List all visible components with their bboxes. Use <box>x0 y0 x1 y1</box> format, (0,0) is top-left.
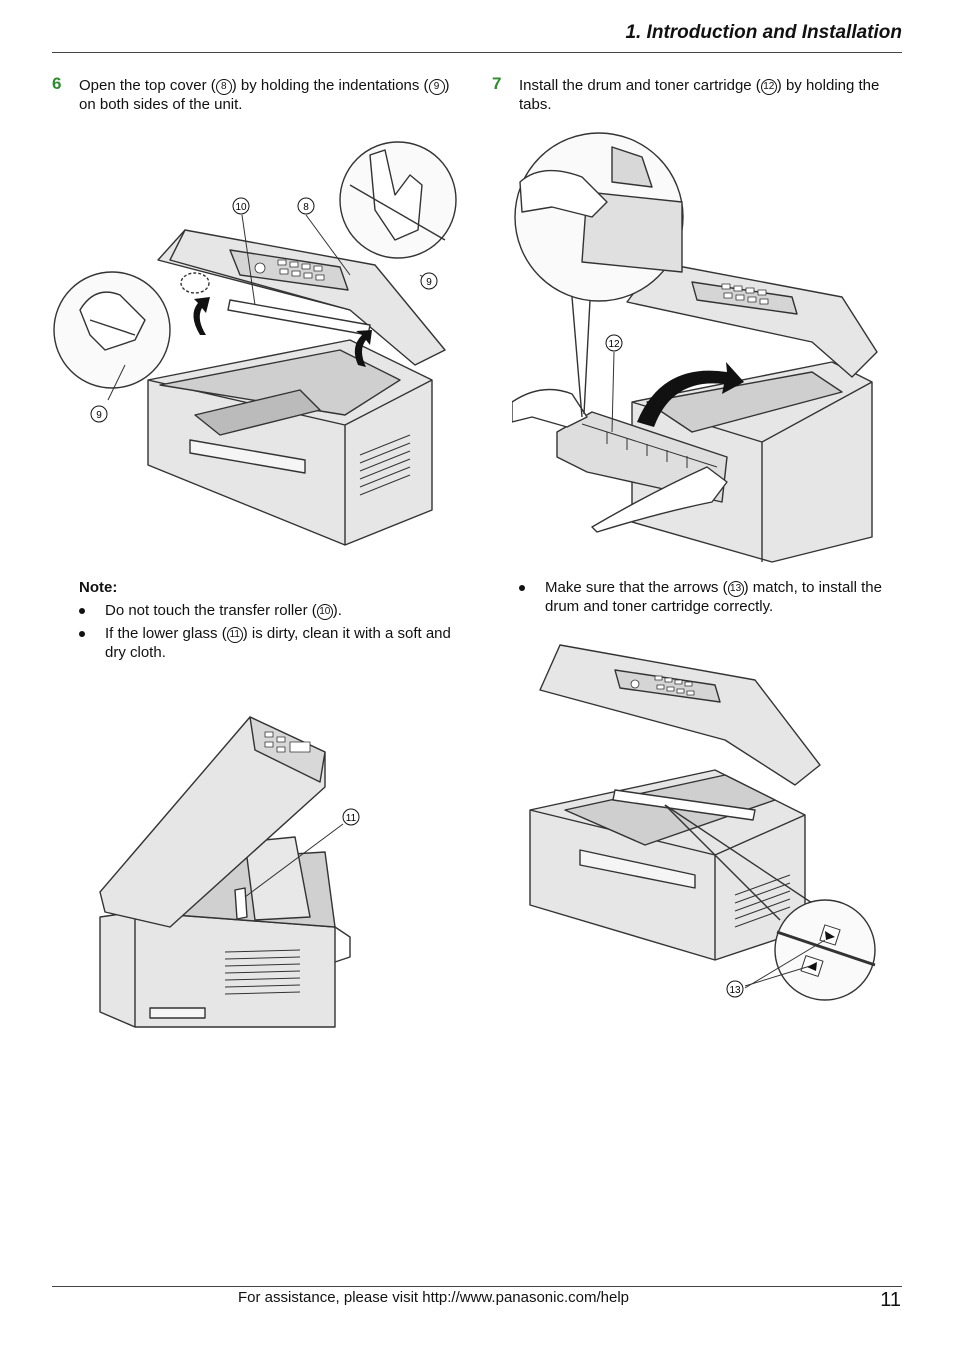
note-item-2: If the lower glass (11) is dirty, clean … <box>79 624 469 662</box>
svg-text:10: 10 <box>235 202 247 213</box>
step-6-text-c: ) on both sides of the unit. <box>79 77 450 113</box>
figure-lower-glass: 11 <box>99 716 360 1028</box>
ref-13: 13 <box>727 581 744 597</box>
step-7-bullet-b: ) match, to install the drum and toner c… <box>545 579 882 615</box>
step-7-number: 7 <box>492 74 502 93</box>
footer-rule <box>52 1286 902 1287</box>
ref-12: 12 <box>760 79 777 95</box>
callout-13: 13 <box>726 980 744 998</box>
svg-text:13: 13 <box>729 985 741 996</box>
ref-11: 11 <box>226 627 243 643</box>
figure-open-top-cover: 10 8 9 9 <box>53 141 457 546</box>
callout-9-left: 9 <box>90 405 108 423</box>
step-7-text-a: Install the drum and toner cartridge ( <box>519 77 761 94</box>
step-7-text-b: ) by holding the tabs. <box>519 77 880 113</box>
bullet-icon <box>519 585 525 591</box>
ref-9: 9 <box>428 79 445 95</box>
svg-text:8: 8 <box>303 202 309 213</box>
callout-8: 8 <box>297 197 315 215</box>
step-6-text-b: ) by holding the indentations ( <box>231 77 429 94</box>
callout-10: 10 <box>232 197 250 215</box>
step-6-text-a: Open the top cover ( <box>79 77 216 94</box>
svg-text:9: 9 <box>96 410 102 421</box>
note-title: Note: <box>79 579 118 596</box>
figure-arrows-match: 13 <box>529 644 876 1001</box>
step-7-bullet: Make sure that the arrows (13) match, to… <box>519 578 904 620</box>
step-6-number: 6 <box>52 74 62 93</box>
svg-text:12: 12 <box>608 339 620 350</box>
bullet-icon <box>79 608 85 614</box>
note-block: Note: Do not touch the transfer roller (… <box>79 578 469 666</box>
svg-text:11: 11 <box>346 813 357 824</box>
ref-10: 10 <box>316 604 333 620</box>
callout-9-right: 9 <box>420 272 438 290</box>
callout-11: 11 <box>342 808 360 826</box>
section-title: 1. Introduction and Installation <box>625 22 902 43</box>
note-item-2-a: If the lower glass ( <box>105 625 227 642</box>
note-item-1: Do not touch the transfer roller (10). <box>79 601 469 620</box>
note-item-1-a: Do not touch the transfer roller ( <box>105 602 317 619</box>
assistance-text: For assistance, please visit http://www.… <box>238 1289 630 1306</box>
figure-install-cartridge: 12 <box>512 132 878 563</box>
note-item-1-b: ). <box>332 602 342 619</box>
page-number: 11 <box>880 1289 901 1311</box>
bullet-icon <box>79 631 85 637</box>
step-7-bullet-a: Make sure that the arrows ( <box>545 579 728 596</box>
callout-12: 12 <box>605 334 623 352</box>
svg-text:9: 9 <box>426 277 432 288</box>
step-6-instruction: Open the top cover (8) by holding the in… <box>79 76 469 114</box>
step-7-instruction: Install the drum and toner cartridge (12… <box>519 76 904 114</box>
note-item-2-b: ) is dirty, clean it with a soft and dry… <box>105 625 451 661</box>
ref-8: 8 <box>215 79 232 95</box>
header-rule <box>52 52 902 53</box>
step-7-bullet-item: Make sure that the arrows (13) match, to… <box>519 578 904 616</box>
